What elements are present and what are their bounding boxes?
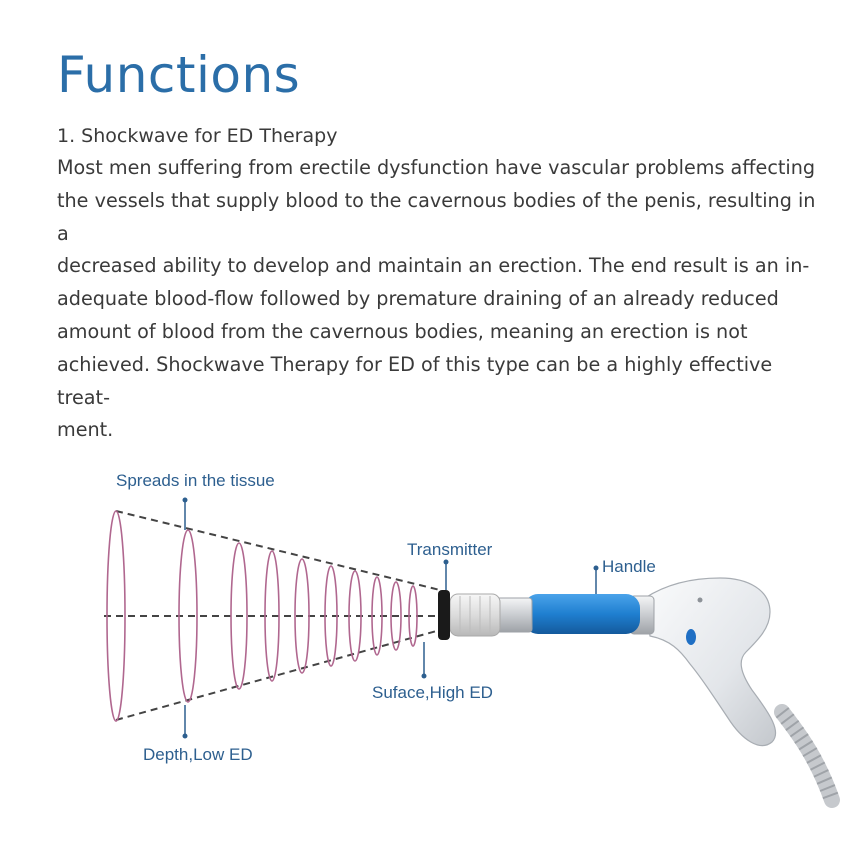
paragraph-line: decreased ability to develop and maintai… [57, 254, 810, 278]
cone-upper-edge [115, 510, 441, 591]
device-cap-ridges [459, 596, 491, 634]
device-cap [449, 593, 501, 637]
wave-rings [106, 510, 418, 722]
wave-cone [104, 510, 445, 721]
wave-ring [371, 576, 383, 656]
device-handle-body [644, 577, 777, 747]
wave-ring [264, 550, 280, 682]
wave-ring [408, 585, 418, 647]
wave-ring [348, 570, 362, 662]
wave-ring [178, 529, 198, 703]
label-depth: Depth,Low ED [143, 745, 253, 764]
device-cable [774, 704, 840, 808]
paragraph-line: amount of blood from the cavernous bodie… [57, 319, 748, 343]
device-screw [697, 597, 703, 603]
paragraph-line: ment. [57, 418, 114, 442]
cone-lower-edge [115, 629, 441, 721]
paragraph-line: the vessels that supply blood to the cav… [57, 188, 816, 245]
label-handle: Handle [602, 557, 656, 576]
leader-lines [182, 497, 599, 739]
wave-ring [390, 581, 402, 651]
label-transmitter: Transmitter [407, 540, 493, 559]
page-title: Functions [57, 46, 301, 104]
wave-ring [230, 542, 248, 690]
label-surface: Suface,High ED [372, 683, 493, 702]
label-spreads: Spreads in the tissue [116, 471, 275, 490]
wave-ring [294, 558, 310, 674]
wave-ring [106, 510, 126, 722]
device-grip [524, 594, 640, 634]
paragraph-line: achieved. Shockwave Therapy for ED of th… [57, 352, 773, 409]
section-subheading: 1. Shockwave for ED Therapy [57, 125, 338, 147]
device-button [686, 629, 696, 645]
wave-ring [324, 565, 338, 667]
shockwave-diagram: Spreads in the tissue Transmitter Handle… [104, 471, 840, 808]
device-cable-ribs [775, 707, 840, 803]
shockwave-device [438, 577, 840, 808]
paragraph-line: Most men suffering from erectile dysfunc… [57, 156, 816, 179]
paragraph-line: adequate blood-flow followed by prematur… [57, 287, 779, 311]
section-paragraph: Most men suffering from erectile dysfunc… [57, 152, 817, 447]
device-transmitter-head [438, 590, 450, 640]
